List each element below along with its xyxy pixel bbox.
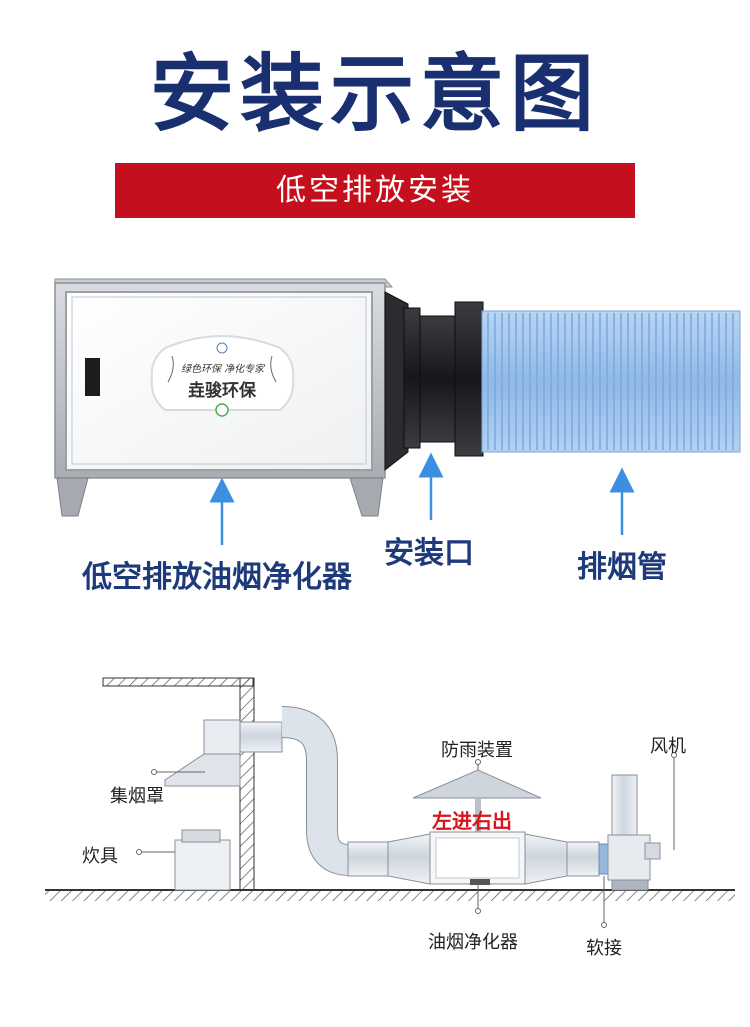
- rain-cover-stem: [475, 798, 481, 832]
- label-rain-cover: 防雨装置: [441, 740, 513, 761]
- label-install-port: 安装口: [384, 536, 474, 571]
- label-stove: 炊具: [82, 846, 118, 867]
- smoke-hood: [164, 719, 241, 787]
- subtitle-banner: 低空排放安装: [115, 163, 635, 218]
- label-soft-joint: 软接: [586, 938, 622, 959]
- label-small-purifier: 油烟净化器: [428, 932, 518, 953]
- small-purifier: [429, 831, 526, 885]
- laurel-left-icon: [167, 355, 174, 383]
- brand-name: 垚骏环保: [188, 381, 256, 401]
- brand-plaque: [150, 334, 295, 417]
- ground: [45, 889, 735, 901]
- brand-logo-icon: [216, 342, 228, 354]
- fan: [607, 774, 661, 891]
- page-title: 安装示意图: [149, 44, 600, 143]
- door-handle: [85, 358, 100, 396]
- laurel-right-icon: [270, 355, 277, 383]
- power-icon: [215, 403, 229, 417]
- duct-system: [239, 706, 431, 885]
- brand-slogan: 绿色环保 净化专家: [181, 364, 265, 375]
- exhaust-hose: [481, 310, 741, 453]
- label-exhaust-pipe: 排烟管: [577, 550, 667, 585]
- outlet-duct: [524, 833, 612, 885]
- rain-cover: [412, 769, 542, 799]
- label-fan: 风机: [650, 736, 686, 757]
- label-hood: 集烟罩: [110, 786, 164, 807]
- leader-lines: [136, 752, 677, 928]
- stove: [174, 829, 231, 891]
- label-purifier: 低空排放油烟净化器: [82, 560, 352, 595]
- label-flow-direction: 左进右出: [432, 809, 512, 833]
- install-port: [384, 291, 484, 472]
